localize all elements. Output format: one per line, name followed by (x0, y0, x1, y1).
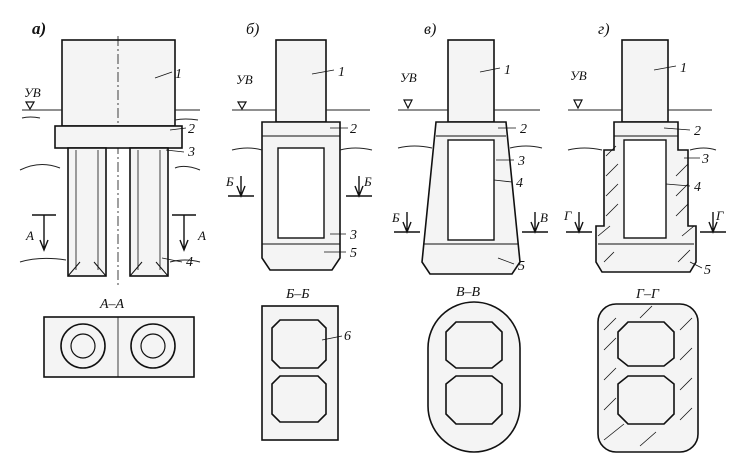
panel-g-column (621, 39, 669, 123)
panel-a-callout-1: 1 (175, 67, 182, 82)
panel-a-section-outline (43, 316, 195, 378)
panel-g-section-label: Г–Г (635, 287, 660, 302)
panel-a-cut-left (32, 214, 56, 252)
panel-b-caisson-cavity (277, 147, 325, 239)
panel-b: б) УВ Б Б 1 2 3 5 Б–Б 6 (225, 21, 373, 441)
panel-a: а) УВ А А 1 2 3 4 А–А (19, 19, 206, 378)
panel-g-cut-left (566, 212, 592, 234)
panel-b-column (275, 39, 327, 123)
panel-g-cut-right (700, 212, 726, 234)
panel-a-letter: а) (32, 19, 46, 38)
panel-a-soil-line (19, 257, 201, 263)
panel-v-cut-right (522, 212, 548, 234)
panel-g-water-level-mark (573, 99, 583, 110)
panel-v-callout-2: 2 (520, 122, 527, 137)
panel-g-caisson-fill (623, 139, 667, 239)
panel-a-section-pile-right (130, 323, 176, 369)
panel-g-letter: г) (598, 21, 610, 38)
panel-a-section-label: А–А (99, 297, 125, 312)
panel-v-letter: в) (424, 21, 436, 38)
panel-v-section-cell-bottom (445, 375, 503, 425)
panel-b-callout-1: 1 (338, 65, 345, 80)
panel-a-column (61, 39, 176, 127)
panel-b-water-level-mark (236, 101, 248, 111)
panel-b-cut-label-left: Б (225, 174, 234, 189)
panel-v-callout-3: 3 (517, 154, 525, 169)
panel-a-cut-right (172, 214, 196, 252)
panel-b-bottom (231, 147, 373, 151)
panel-g-hatching (597, 145, 695, 263)
panel-a-pile-left (67, 147, 107, 277)
panel-a-callout-3: 3 (187, 145, 195, 160)
panel-b-water-label: УВ (236, 72, 253, 87)
panel-a-water-waves (21, 116, 199, 121)
panel-g-section-cell-bottom (617, 375, 675, 425)
panel-b-cut-label-right: Б (363, 174, 372, 189)
panel-a-water-level-mark (24, 101, 36, 111)
panel-v-cut-label-right: В (540, 210, 548, 225)
panel-b-letter: б) (246, 21, 259, 38)
panel-a-bottom (19, 164, 201, 171)
panel-a-cut-label-left: А (25, 228, 34, 243)
panel-a-water-label: УВ (24, 85, 41, 100)
panel-v-cut-left (394, 212, 420, 234)
panel-b-cut-right (346, 176, 372, 198)
panel-b-section-cell-top (271, 319, 327, 369)
panel-b-cut-left (228, 176, 254, 198)
panel-a-section-pile-left (60, 323, 106, 369)
panel-b-callout-3: 3 (349, 228, 357, 243)
panel-a-cap (54, 125, 183, 149)
panel-v-section-label: В–В (456, 285, 481, 300)
panel-g-bottom (567, 147, 717, 151)
panel-b-callout-6: 6 (344, 329, 351, 344)
panel-a-callout-2: 2 (188, 122, 195, 137)
panel-b-section-label: Б–Б (285, 287, 310, 302)
panel-a-cut-label-right: А (197, 228, 206, 243)
panel-v-water-label: УВ (400, 70, 417, 85)
panel-g-cut-label-right: Г (715, 208, 724, 223)
panel-g-section-cell-top (617, 321, 675, 367)
panel-b-callout-2: 2 (350, 122, 357, 137)
panel-v-caisson-fill (447, 139, 495, 241)
panel-v-callout-1: 1 (504, 63, 511, 78)
panel-g-callout-5: 5 (704, 263, 711, 278)
panel-g-callout-2: 2 (694, 124, 701, 139)
panel-a-callout-4: 4 (186, 255, 193, 270)
panel-v-callout-4: 4 (516, 176, 523, 191)
panel-g-callout-4: 4 (694, 180, 701, 195)
panel-v-callout-5: 5 (518, 259, 525, 274)
panel-v-bottom (397, 145, 543, 149)
panel-g-section-hatching (603, 305, 693, 447)
panel-b-section-cell-bottom (271, 375, 327, 423)
panel-v-column (447, 39, 495, 123)
panel-g-cut-label-left: Г (563, 208, 572, 223)
panel-v-section-cell-top (445, 321, 503, 369)
panel-v-water-level-mark (403, 99, 413, 110)
panel-g-callout-3: 3 (701, 152, 709, 167)
panel-v: в) УВ Б В 1 2 3 4 5 В–В (391, 21, 548, 453)
panel-b-callout-5: 5 (350, 246, 357, 261)
panel-g-water-label: УВ (570, 68, 587, 83)
panel-v-section-outline (427, 301, 521, 453)
panel-g-section-outline (597, 303, 699, 453)
panel-g: г) УВ Г Г 1 2 3 4 5 Г–Г (563, 21, 726, 453)
panel-v-cut-label-left: Б (391, 210, 400, 225)
panel-g-callout-1: 1 (680, 61, 687, 76)
panel-a-pile-right (129, 147, 169, 277)
